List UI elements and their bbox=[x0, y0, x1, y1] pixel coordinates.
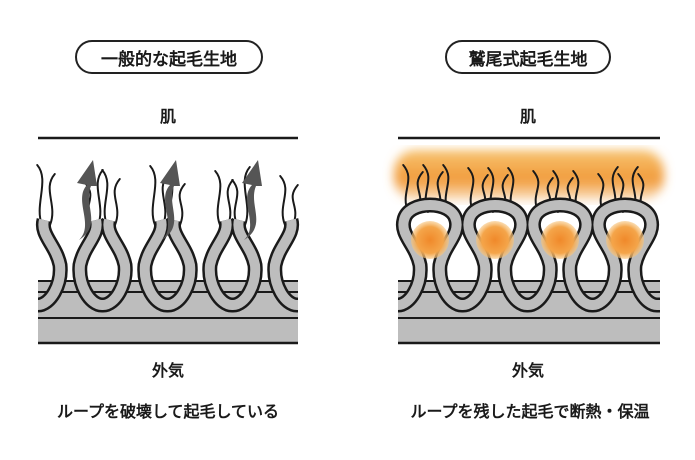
left-fiber bbox=[113, 178, 121, 226]
right-warm-air-layer bbox=[394, 150, 664, 200]
left-skin-label: 肌 bbox=[159, 107, 176, 126]
right-loop-yarn bbox=[397, 200, 662, 310]
left-heat-escape-arrow-icon bbox=[242, 160, 262, 240]
right-trapped-heat bbox=[411, 221, 449, 259]
left-fiber bbox=[48, 173, 56, 226]
right-outside-label: 外気 bbox=[511, 361, 544, 380]
left-heat-escape-arrow-icon bbox=[77, 160, 97, 240]
right-trapped-heat bbox=[476, 221, 514, 259]
left-fiber bbox=[96, 169, 104, 226]
left-fiber bbox=[149, 165, 157, 226]
left-heat-escape-arrow-icon bbox=[160, 160, 180, 240]
left-fiber bbox=[279, 175, 287, 226]
right-trapped-heat bbox=[541, 221, 579, 259]
right-title: 鷲尾式起毛生地 bbox=[468, 49, 588, 70]
left-fiber bbox=[178, 183, 186, 226]
left-outside-label: 外気 bbox=[151, 361, 184, 380]
left-loop-yarn bbox=[37, 218, 302, 310]
left-caption: ループを破壊して起毛している bbox=[56, 402, 280, 421]
left-fiber bbox=[36, 164, 44, 226]
left-fiber bbox=[243, 166, 251, 226]
right-title-badge: 鷲尾式起毛生地 bbox=[445, 40, 611, 74]
right-caption: ループを残した起毛で断熱・保温 bbox=[410, 402, 650, 421]
left-title: 一般的な起毛生地 bbox=[101, 49, 237, 70]
right-trapped-heat bbox=[606, 221, 644, 259]
left-title-badge: 一般的な起毛生地 bbox=[75, 40, 263, 74]
left-fiber bbox=[214, 170, 222, 226]
right-skin-label: 肌 bbox=[519, 107, 536, 126]
left-fiber bbox=[101, 169, 109, 226]
